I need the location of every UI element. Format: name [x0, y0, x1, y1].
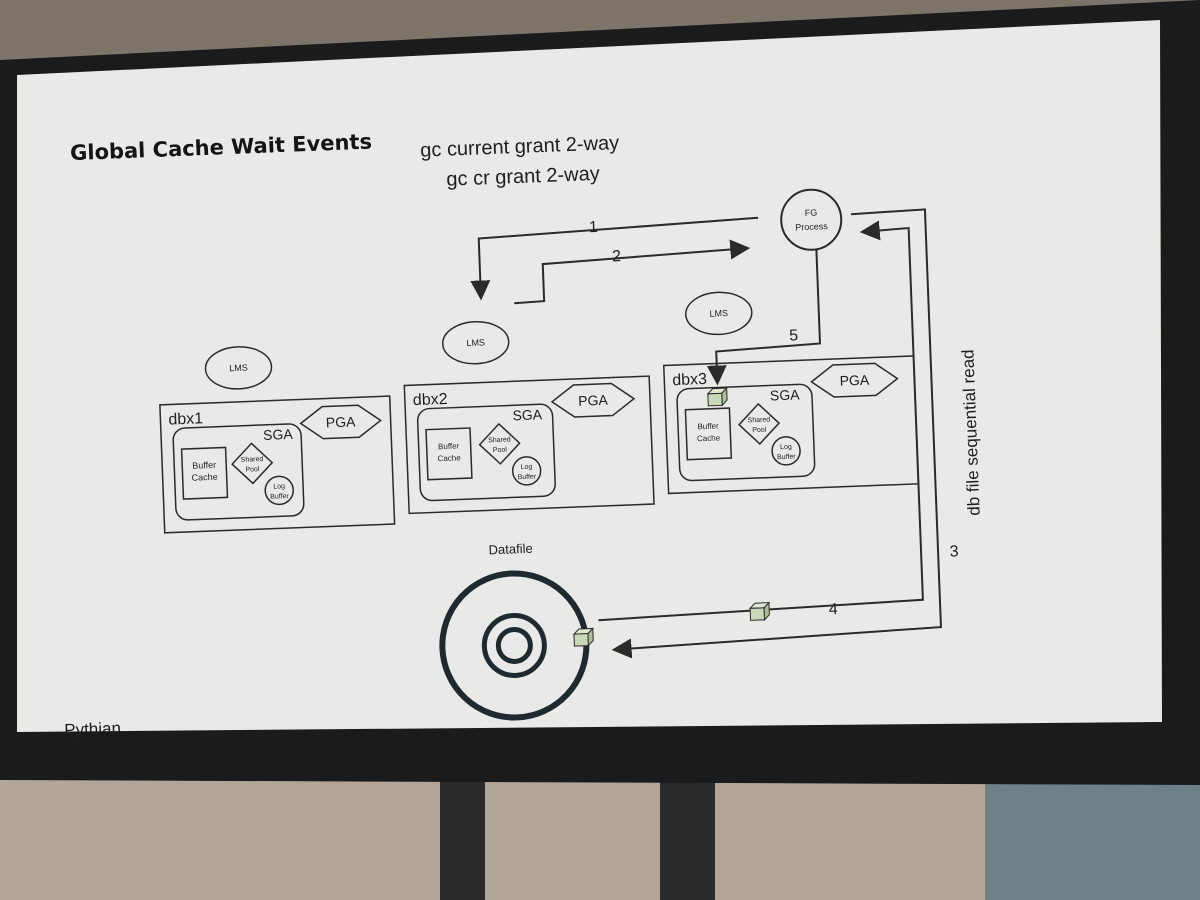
step-1-arrow: 1: [470, 216, 759, 301]
instance-dbx2-buffer-cache: [425, 427, 473, 481]
instance-dbx1-shared-pool: [231, 442, 274, 485]
instance-dbx3-name: dbx3: [672, 371, 707, 389]
instance-dbx3-log-buffer-line2: Buffer: [777, 454, 796, 462]
instance-dbx2-log-buffer: [511, 456, 542, 486]
instance-dbx3-log-buffer-line1: Log: [780, 444, 792, 451]
slide-subtitle-line1: gc current grant 2-way: [420, 132, 620, 162]
instance-dbx1-log-buffer-line2: Buffer: [270, 493, 289, 501]
instance-dbx1-sga-label: SGA: [263, 426, 294, 443]
step-4-label: 4: [828, 601, 838, 618]
instance-dbx1-log-buffer-line1: Log: [273, 483, 285, 490]
step-2-label: 2: [612, 248, 622, 265]
instance-dbx3-pga-label: PGA: [839, 372, 870, 389]
instance-dbx3-shared-pool-line2: Pool: [752, 427, 767, 435]
step-2-arrow: 2: [514, 239, 751, 305]
moving-block-icon: [748, 601, 771, 622]
fg-process-node: FG Process: [780, 188, 843, 251]
slide-subtitle-line2: gc cr grant 2-way: [446, 163, 600, 191]
step-5-arrow: 5: [706, 249, 822, 386]
instance-dbx2-name: dbx2: [413, 391, 448, 409]
fg-process-label-line1: FG: [805, 208, 818, 218]
instance-dbx3-sga-box: [676, 383, 816, 482]
instance-dbx3-sga-label: SGA: [770, 386, 801, 403]
instance-dbx1-sga-box: [172, 423, 305, 521]
instance-dbx1-pga-label: PGA: [326, 413, 357, 430]
instance-dbx2-log-buffer-line2: Buffer: [518, 473, 537, 481]
side-label-db-file-sequential-read: db file sequential read: [958, 349, 983, 516]
lms-label-2: LMS: [466, 337, 485, 348]
instance-dbx1-name: dbx1: [168, 410, 203, 428]
slide-surface: [17, 20, 1162, 732]
instance-dbx3-shared-pool: [737, 402, 781, 445]
instance-dbx2-buffer-cache-line1: Buffer: [438, 441, 460, 451]
instance-dbx1-shared-pool-line1: Shared: [241, 456, 264, 464]
instance-dbx1-pga: [299, 404, 382, 440]
lms-label-1: LMS: [229, 363, 248, 374]
instance-dbx3-log-buffer: [771, 436, 801, 466]
instance-dbx2-sga-label: SGA: [512, 406, 543, 423]
step-5-label: 5: [789, 327, 799, 344]
instance-dbx2-shared-pool: [478, 422, 521, 465]
step-4-arrow: 4: [598, 220, 924, 622]
instance-dbx3-buffer-cache: [684, 407, 733, 461]
instance-dbx2-shared-pool-line2: Pool: [493, 447, 508, 455]
instance-dbx2: dbx2 SGA Buffer Cache Shared Pool Log Bu…: [403, 375, 655, 515]
datafile-block-icon: [572, 627, 594, 647]
lms-node-3: LMS: [685, 291, 753, 336]
instance-dbx1: dbx1 SGA Buffer Cache Shared Pool Log Bu…: [159, 395, 396, 534]
instance-dbx3-shared-pool-line1: Shared: [747, 416, 770, 424]
lms-label-3: LMS: [709, 308, 728, 319]
instance-dbx1-buffer-cache: [180, 446, 229, 500]
instance-dbx3-cached-block-icon: [706, 386, 728, 407]
instance-dbx1-buffer-cache-line1: Buffer: [192, 460, 216, 471]
slide-title: Global Cache Wait Events: [70, 130, 373, 166]
brand-logo-text: Pythian: [64, 719, 121, 740]
instance-dbx1-buffer-cache-line2: Cache: [191, 472, 217, 483]
instance-dbx3-pga: [810, 362, 899, 398]
step-1-label: 1: [589, 219, 599, 236]
instance-dbx2-buffer-cache-line2: Cache: [437, 453, 461, 463]
window-panel: [985, 780, 1200, 900]
instance-dbx1-log-buffer: [264, 475, 294, 506]
instance-dbx3-buffer-cache-line1: Buffer: [697, 421, 719, 431]
instance-dbx2-sga-box: [416, 403, 556, 502]
instance-dbx2-pga-label: PGA: [578, 392, 609, 409]
lms-node-1: LMS: [204, 346, 273, 390]
instance-dbx2-log-buffer-line1: Log: [521, 464, 533, 471]
lms-node-2: LMS: [441, 320, 510, 365]
instance-dbx1-shared-pool-line2: Pool: [245, 466, 260, 474]
fg-process-label-line2: Process: [795, 221, 828, 232]
datafile-disk-icon: Datafile: [439, 541, 594, 721]
instance-dbx3: dbx3 SGA Buffer Cache Shared Pool Log Bu…: [662, 355, 920, 495]
instance-dbx2-pga: [550, 382, 636, 418]
step-3-label: 3: [949, 543, 959, 560]
instance-dbx3-buffer-cache-line2: Cache: [697, 433, 721, 443]
stand-pole-right: [660, 770, 715, 900]
stand-pole-left: [440, 770, 485, 900]
instance-dbx2-shared-pool-line1: Shared: [488, 436, 511, 444]
datafile-label: Datafile: [488, 541, 533, 558]
step-3-arrow: 3: [611, 208, 959, 659]
